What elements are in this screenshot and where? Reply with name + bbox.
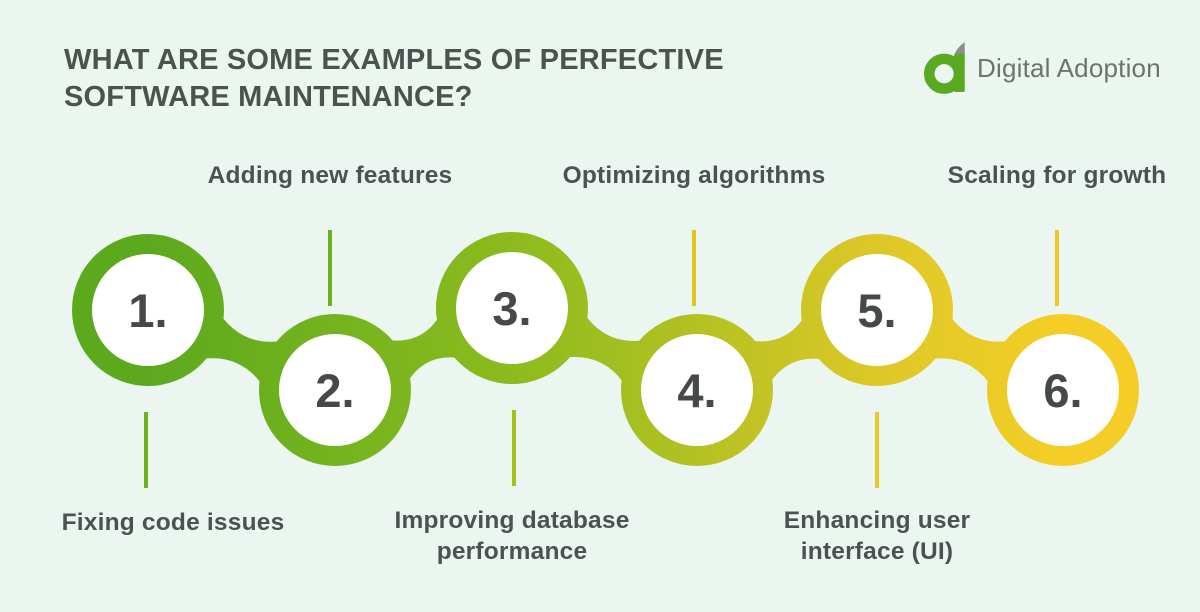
step-label: Improving database performance: [394, 507, 630, 566]
step-circle: [801, 234, 953, 386]
brand-logo: Digital Adoption: [924, 42, 1161, 94]
step-circle: [436, 232, 588, 384]
step-number: 2.: [315, 364, 354, 417]
step-circle: [987, 314, 1139, 466]
step-circle: [72, 234, 224, 386]
step-number: 1.: [128, 284, 167, 337]
step-label: Scaling for growth: [947, 162, 1167, 189]
step-number: 4.: [677, 364, 716, 417]
step-label: Enhancing user interface (UI): [783, 507, 971, 566]
digital-adoption-logo-icon: [924, 42, 965, 94]
step-label: Fixing code issues: [61, 509, 285, 536]
step-circle: [259, 314, 411, 466]
step-number: 6.: [1043, 364, 1082, 417]
step-number: 5.: [857, 284, 896, 337]
title-line-2: SOFTWARE MAINTENANCE?: [64, 80, 473, 113]
page-title: WHAT ARE SOME EXAMPLES OF PERFECTIVE SOF…: [64, 42, 764, 115]
step-number: 3.: [492, 282, 531, 335]
title-line-1: WHAT ARE SOME EXAMPLES OF PERFECTIVE: [64, 44, 724, 76]
brand-name: Digital Adoption: [977, 52, 1161, 83]
step-label: Optimizing algorithms: [562, 162, 826, 189]
step-label: Adding new features: [207, 162, 453, 189]
step-circle: [621, 314, 773, 466]
